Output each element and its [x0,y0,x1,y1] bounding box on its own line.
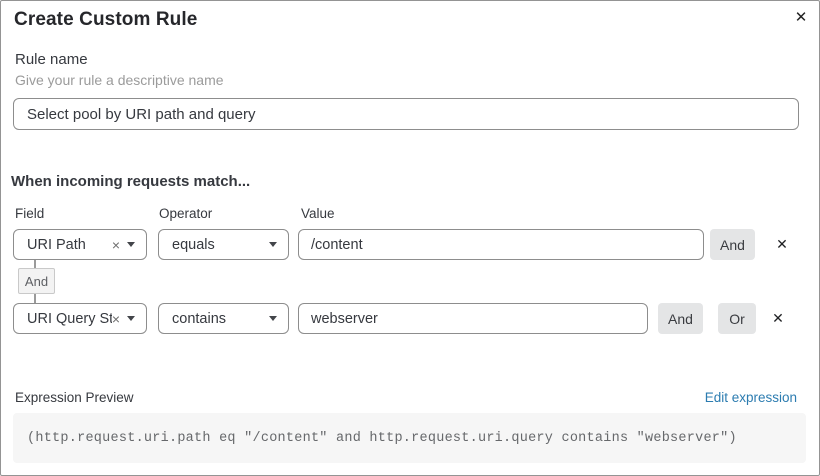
field-select-row1-value: URI Path [27,236,86,253]
close-icon[interactable]: ✕ [794,8,808,26]
column-label-value: Value [301,206,335,221]
value-input-row1[interactable] [298,229,704,260]
field-select-row1[interactable]: URI Path × [13,229,147,260]
field-select-row2-value: URI Query St... [27,310,112,327]
field-select-row2[interactable]: URI Query St... × [13,303,147,334]
clear-field-icon-row2[interactable]: × [111,310,120,327]
chevron-down-icon [127,242,135,247]
value-input-row2[interactable] [298,303,648,334]
dialog-title: Create Custom Rule [14,9,198,30]
or-button-row2[interactable]: Or [718,303,756,334]
and-connector-badge: And [18,268,55,294]
rule-name-input[interactable] [13,98,799,130]
connector-line-bottom [34,294,36,303]
clear-field-icon-row1[interactable]: × [111,236,120,253]
operator-select-row1[interactable]: equals [158,229,289,260]
operator-select-row2-value: contains [172,310,227,327]
edit-expression-link[interactable]: Edit expression [704,390,797,405]
chevron-down-icon [269,242,277,247]
delete-row1-icon[interactable]: ✕ [776,236,788,253]
column-label-field: Field [15,206,45,221]
rule-name-hint: Give your rule a descriptive name [15,72,224,88]
and-button-row2[interactable]: And [658,303,703,334]
expression-code: (http.request.uri.path eq "/content" and… [27,430,737,446]
expression-preview-label: Expression Preview [15,390,134,405]
chevron-down-icon [127,316,135,321]
chevron-down-icon [269,316,277,321]
delete-row2-icon[interactable]: ✕ [772,310,784,327]
rule-name-label: Rule name [15,51,88,68]
match-section-title: When incoming requests match... [11,173,251,190]
expression-code-block: (http.request.uri.path eq "/content" and… [13,413,806,463]
column-label-operator: Operator [159,206,213,221]
and-button-row1[interactable]: And [710,229,755,260]
operator-select-row1-value: equals [172,236,215,253]
connector-line-top [34,260,36,268]
operator-select-row2[interactable]: contains [158,303,289,334]
